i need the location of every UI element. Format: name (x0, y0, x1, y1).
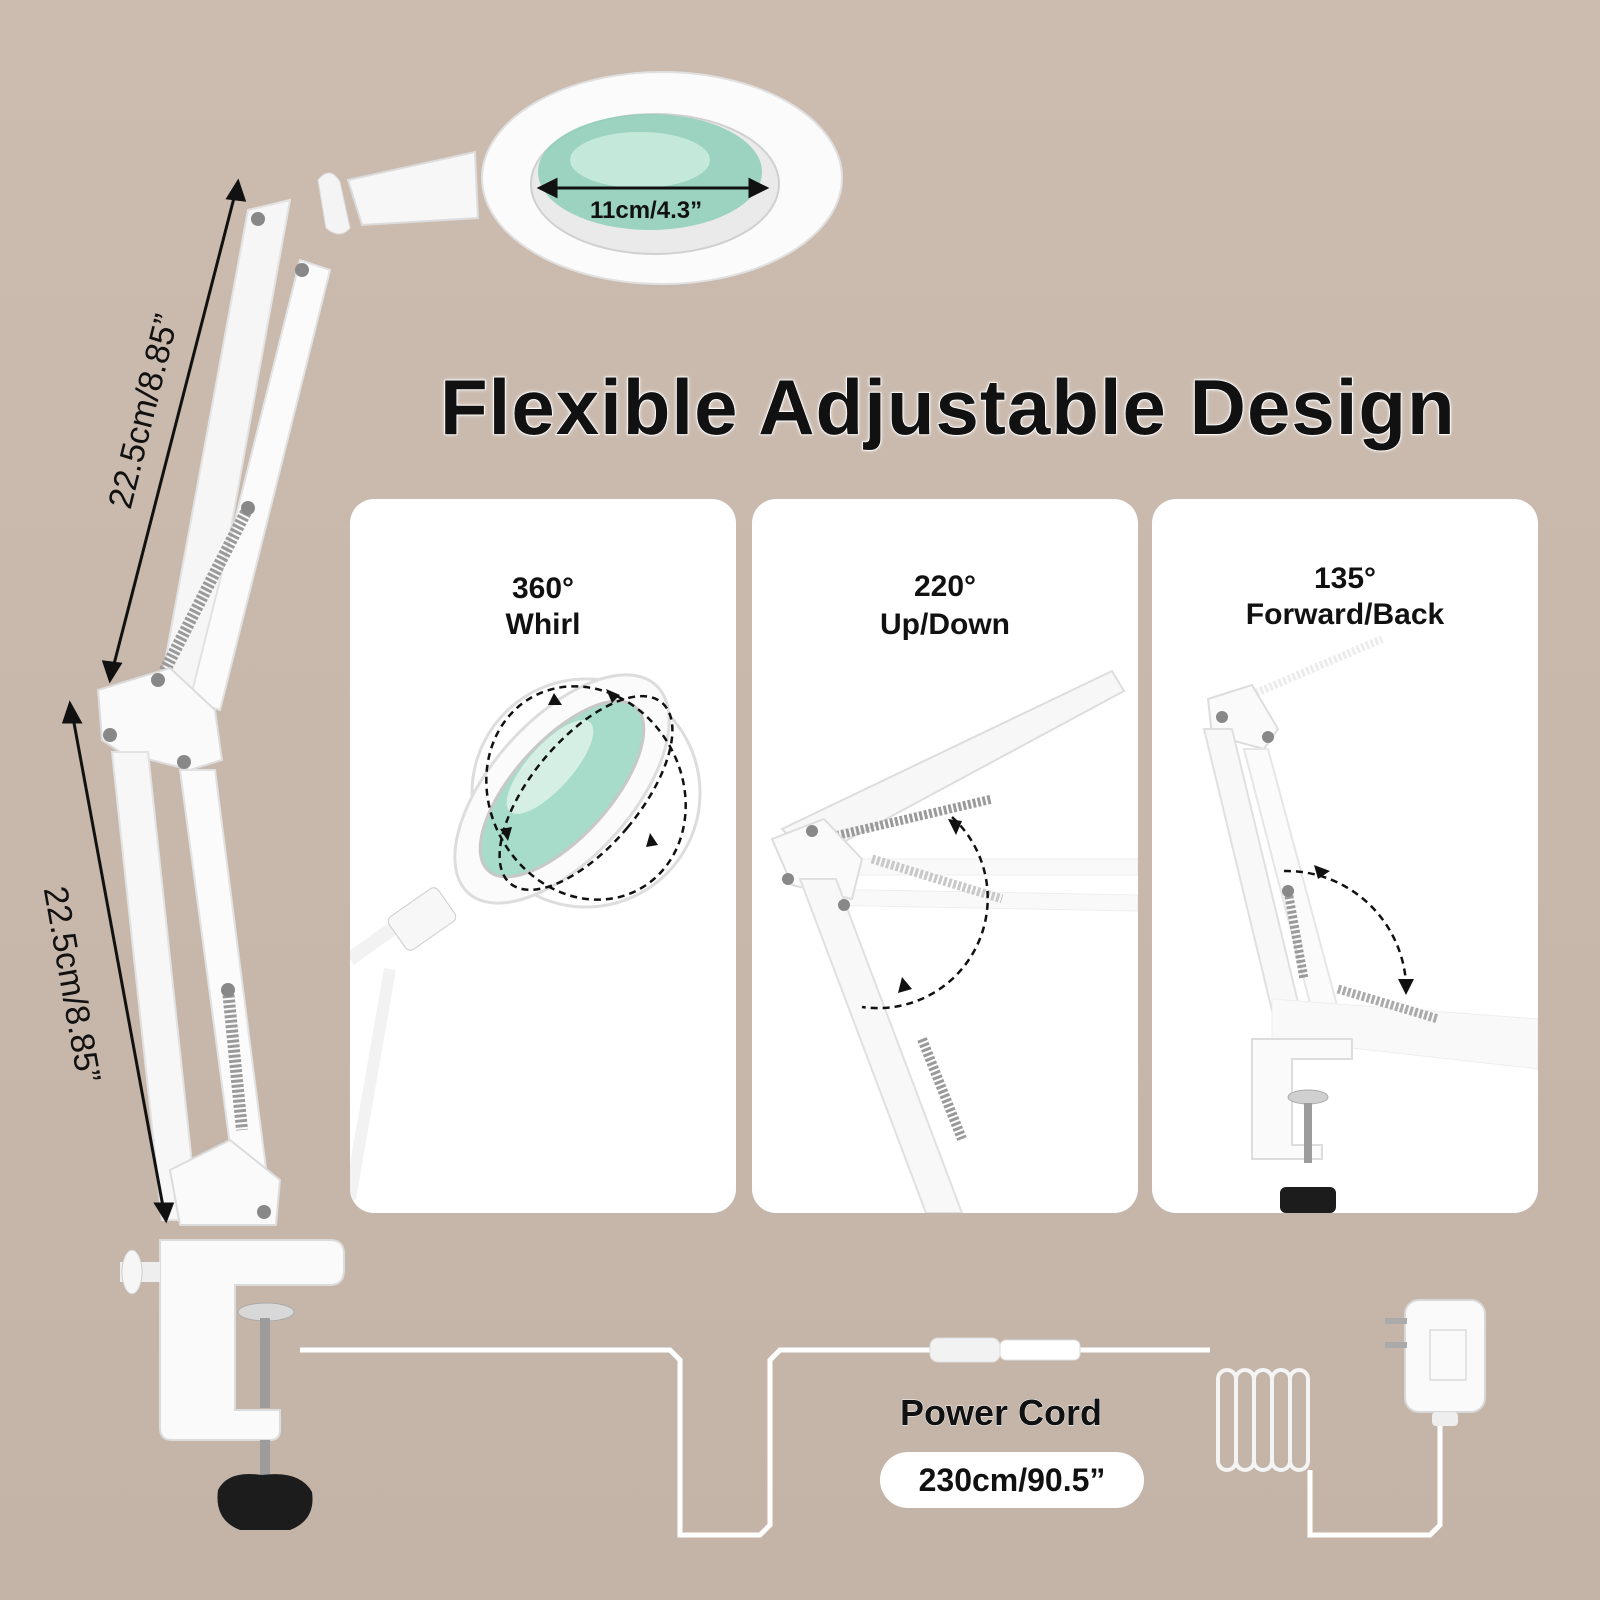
panel-whirl: 360° Whirl (350, 499, 736, 1213)
panel-whirl-angle: 360° (511, 572, 575, 605)
cord-connector (929, 1337, 1001, 1363)
panel-up-down-motion: Up/Down (880, 608, 1010, 641)
power-cord-title: Power Cord (899, 1392, 1103, 1434)
panel-forward-back-angle: 135° (1313, 562, 1377, 595)
whirl-illustration (350, 673, 702, 1201)
lens-diameter-label: 11cm/4.3” (590, 197, 703, 224)
panel-forward-back-motion: Forward/Back (1245, 598, 1445, 631)
power-cord-path (300, 1347, 1210, 1538)
panel-up-down: 220° Up/Down (752, 499, 1138, 1213)
lamp-head (317, 71, 843, 285)
power-adapter (1385, 1299, 1486, 1426)
power-cord-length-badge: 230cm/90.5” (880, 1452, 1144, 1508)
forward-back-illustration (1202, 635, 1538, 1213)
up-down-illustration (770, 669, 1138, 1213)
lens-dimension-arrow (536, 177, 770, 199)
cord-coil (1216, 1368, 1310, 1472)
panel-up-down-angle: 220° (913, 570, 977, 603)
desk-clamp (120, 1239, 345, 1530)
panel-forward-back: 135° Forward/Back (1152, 499, 1538, 1213)
panel-whirl-motion: Whirl (505, 608, 581, 641)
page-title: Flexible Adjustable Design (439, 362, 1456, 452)
arm-dimension-arrows (61, 178, 247, 1224)
lamp-arm (96, 198, 332, 1226)
